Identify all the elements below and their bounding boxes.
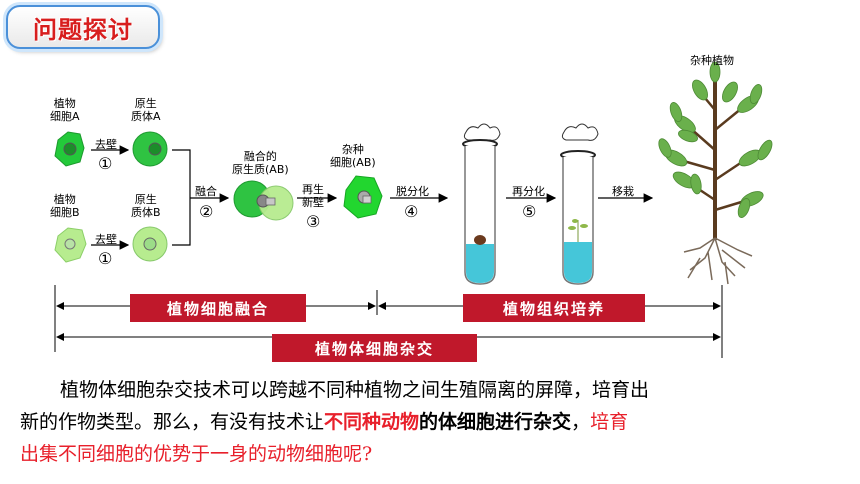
bar-plant-tissue-culture: 植物组织培养 <box>463 294 645 322</box>
step-num-1b: ① <box>98 249 113 268</box>
line2-text: 新的作物类型。那么，有没有技术让 <box>20 411 325 433</box>
label-protoplast-b: 原生 质体B <box>131 193 161 219</box>
paragraph-line-3: 出集不同细胞的优势于一身的动物细胞呢? <box>20 443 373 465</box>
label-fused-protoplast: 融合的 原生质(AB) <box>232 150 289 176</box>
paragraph-line-2: 新的作物类型。那么，有没有技术让不同种动物的体细胞进行杂交，培育 <box>20 406 850 438</box>
highlight-somatic-hybrid: 的体细胞进行杂交 <box>419 411 572 433</box>
step-rediff: 再分化 <box>512 185 545 198</box>
test-tube-plantlet-icon <box>560 123 599 285</box>
label-hybrid-plant: 杂种植物 <box>690 54 734 67</box>
step-num-5: ⑤ <box>522 202 537 221</box>
plant-cell-a-icon <box>54 131 85 167</box>
step-remove-wall-b: 去壁 <box>95 233 117 246</box>
hybrid-plant-icon <box>658 61 773 285</box>
step-num-2: ② <box>199 202 214 221</box>
label-protoplast-a: 原生 质体A <box>131 97 161 123</box>
bar-somatic-hybridization: 植物体细胞杂交 <box>272 334 477 362</box>
question-paragraph: 植物体细胞杂交技术可以跨越不同种植物之间生殖隔离的屏障，培育出 新的作物类型。那… <box>20 374 850 470</box>
protoplast-b-icon <box>132 226 168 262</box>
bar-plant-cell-fusion: 植物细胞融合 <box>130 294 306 322</box>
fusion-bracket <box>172 149 191 246</box>
highlight-animal-species: 不同种动物 <box>324 411 420 433</box>
label-plant-cell-b: 植物 细胞B <box>50 193 80 219</box>
badge-title: 问题探讨 <box>33 15 133 44</box>
step-fusion: 融合 <box>195 185 217 198</box>
section-badge: 问题探讨 <box>6 5 160 49</box>
step-num-4: ④ <box>404 202 419 221</box>
step-transplant: 移栽 <box>612 185 634 198</box>
paragraph-line-1: 植物体细胞杂交技术可以跨越不同种植物之间生殖隔离的屏障，培育出 <box>60 379 650 401</box>
line2-red-tail: 培育 <box>590 411 629 433</box>
plant-cell-b-icon <box>54 227 87 263</box>
line2-comma: ， <box>571 411 591 433</box>
step-num-3: ③ <box>306 212 321 231</box>
step-remove-wall-a: 去壁 <box>95 138 117 151</box>
fused-protoplast-icon <box>233 180 294 221</box>
test-tube-callus-icon <box>462 123 501 285</box>
label-hybrid-cell: 杂种 细胞(AB) <box>330 143 376 169</box>
step-regen-wall: 再生 新壁 <box>302 183 324 209</box>
hybrid-cell-icon <box>343 175 383 219</box>
protoplast-a-icon <box>132 131 168 167</box>
step-dediff: 脱分化 <box>396 185 429 198</box>
label-plant-cell-a: 植物 细胞A <box>50 97 80 123</box>
step-num-1a: ① <box>98 154 113 173</box>
